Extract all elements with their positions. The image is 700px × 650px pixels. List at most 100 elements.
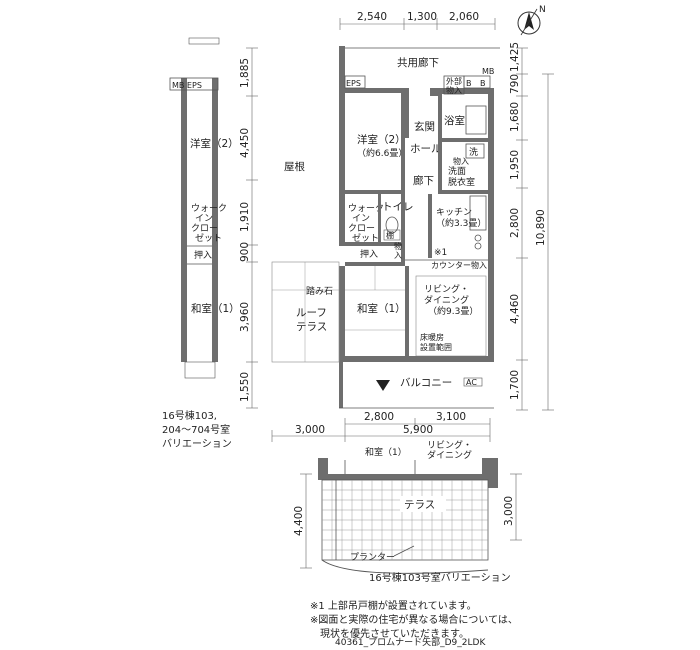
- terr-terrace: テラス: [404, 499, 435, 511]
- dim-right-total: 10,890: [535, 209, 547, 246]
- label-shoe: 棚: [386, 230, 394, 240]
- left-dimensions: 1,885 4,450 1,910 900 3,960 1,550: [239, 47, 258, 409]
- room-living-2: ダイニング: [424, 294, 469, 306]
- dim-left-3: 1,910: [239, 202, 251, 232]
- bottom-dimensions: 2,800 3,100 3,000 5,900: [271, 411, 491, 442]
- terr-japanese1: 和室（1）: [365, 446, 407, 458]
- balcony-arrow-icon: [376, 380, 390, 391]
- var-western2: 洋室（2）: [190, 137, 239, 150]
- label-outdoor-storage-2: 物入: [446, 85, 462, 95]
- dim-left-6: 1,550: [239, 372, 251, 402]
- var-walkin-3: クロー: [191, 223, 218, 234]
- room-dressing-2: 脱衣室: [448, 176, 475, 188]
- var-walkin-4: ゼット: [195, 232, 222, 244]
- room-kitchen-1: キッチン: [436, 207, 472, 218]
- room-bath: 浴室: [444, 114, 465, 127]
- icon-wash: 洗: [469, 146, 478, 158]
- label-mb: MB: [482, 67, 494, 76]
- room-living-3: （約9.3畳）: [428, 305, 478, 317]
- dim-right-1: 1,425: [509, 42, 521, 72]
- label-eps: EPS: [346, 79, 361, 88]
- room-roof-terrace-1: ルーフ: [296, 307, 327, 319]
- compass-label: N: [539, 5, 546, 15]
- dim-right-6: 4,460: [509, 294, 521, 324]
- room-hallway: 廊下: [413, 174, 434, 187]
- label-storage-small: 物入: [453, 156, 469, 166]
- terrace-tile-grid: [322, 480, 488, 560]
- footer-code: 40361_プロムナード矢部_D9_2LDK: [335, 638, 486, 648]
- variation-plan: MB EPS 洋室（2） ウォーク イン クロー ゼット 押入 和室（1）: [169, 37, 240, 379]
- room-dressing-1: 洗面: [448, 165, 466, 177]
- room-walkin-4: ゼット: [352, 232, 379, 244]
- room-corridor: 共用廊下: [397, 56, 439, 69]
- dim-left-2: 4,450: [239, 128, 251, 158]
- room-western2-2: （約6.6畳）: [357, 147, 407, 159]
- room-japanese1: 和室（1）: [357, 302, 406, 315]
- terr-living-1: リビング・: [427, 439, 472, 451]
- dim-bottom-2: 3,100: [436, 411, 466, 423]
- room-roof-terrace-2: テラス: [296, 321, 327, 333]
- terr-dim-right: 3,000: [503, 496, 515, 526]
- top-dimensions: 2,540 1,300 2,060: [339, 11, 496, 30]
- terrace-caption: 16号棟103号室バリエーション: [369, 573, 511, 584]
- label-ac: AC: [466, 378, 477, 387]
- note-line-3: 現状を優先させていただきます。: [310, 629, 469, 640]
- north-compass-icon: N: [517, 5, 546, 36]
- room-floor-heating-1: 床暖房: [420, 332, 444, 342]
- dim-right-3: 1,680: [509, 102, 521, 132]
- label-stepstone: 踏み石: [306, 285, 333, 297]
- terrace-variation: 和室（1） リビング・ ダイニング: [293, 439, 522, 574]
- dim-top-3: 2,060: [449, 11, 479, 23]
- dim-left-5: 3,960: [239, 302, 251, 332]
- note-line-2: ※図面と実際の住宅が異なる場合については、: [310, 615, 518, 626]
- variation-caption: 16号棟103, 204〜704号室 バリエーション: [162, 410, 232, 452]
- dim-top-1: 2,540: [357, 11, 387, 23]
- room-walkin-1: ウォーク: [348, 203, 384, 214]
- room-hall: ホール: [410, 143, 442, 155]
- dim-bottom-1: 2,800: [364, 411, 394, 423]
- dim-right-4: 1,950: [509, 150, 521, 180]
- dim-top-2: 1,300: [407, 11, 437, 23]
- variation-caption-line-3: バリエーション: [162, 439, 232, 450]
- dim-bottom-3: 3,000: [295, 424, 325, 436]
- label-b-1: B: [466, 79, 472, 88]
- var-mb-eps: MB EPS: [172, 81, 202, 90]
- room-toilet: トイレ: [382, 201, 414, 213]
- terr-planter: プランター: [350, 552, 395, 563]
- room-walkin-3: クロー: [348, 223, 375, 234]
- label-outdoor-storage-1: 外部: [446, 76, 462, 86]
- room-closet: 押入: [360, 248, 378, 260]
- right-dimensions: 1,425 790 1,680 1,950 2,800 4,460 1,700 …: [509, 42, 554, 411]
- var-closet: 押入: [194, 249, 212, 261]
- variation-caption-line-1: 16号棟103,: [162, 411, 217, 422]
- room-storage2-2: 入: [394, 251, 402, 260]
- var-japanese1: 和室（1）: [191, 302, 240, 315]
- room-walkin-2: イン: [352, 214, 370, 224]
- room-western2-1: 洋室（2）: [357, 133, 406, 146]
- dim-left-1: 1,885: [239, 58, 251, 88]
- room-living-1: リビング・: [424, 283, 469, 295]
- var-walkin-2: イン: [195, 214, 213, 224]
- terr-dim-left: 4,400: [293, 506, 305, 536]
- room-storage2-1: 物: [394, 241, 402, 251]
- note-line-1: ※1 上部吊戸棚が設置されています。: [310, 601, 477, 612]
- dim-left-4: 900: [239, 242, 251, 262]
- room-floor-heating-2: 設置範囲: [420, 342, 452, 352]
- label-counter-storage: 物入: [471, 260, 487, 270]
- dim-right-7: 1,700: [509, 370, 521, 400]
- dim-right-2: 790: [509, 74, 521, 94]
- room-entrance: 玄関: [414, 120, 435, 133]
- room-kitchen-2: （約3.3畳）: [436, 217, 486, 229]
- label-b-2: B: [480, 79, 486, 88]
- label-note-mark: ※1: [434, 248, 447, 258]
- dim-bottom-4: 5,900: [403, 424, 433, 436]
- label-roof: 屋根: [284, 160, 305, 173]
- label-counter: カウンター: [431, 261, 471, 270]
- terr-living-2: ダイニング: [427, 449, 472, 461]
- room-balcony: バルコニー: [400, 377, 452, 389]
- var-walkin-1: ウォーク: [191, 203, 227, 214]
- notes: ※1 上部吊戸棚が設置されています。 ※図面と実際の住宅が異なる場合については、…: [310, 600, 518, 642]
- main-plan: 共用廊下 EPS 外部 物入 MB B B 浴室 玄関 ホール 洗 物入 洗面 …: [271, 46, 500, 409]
- dim-right-5: 2,800: [509, 208, 521, 238]
